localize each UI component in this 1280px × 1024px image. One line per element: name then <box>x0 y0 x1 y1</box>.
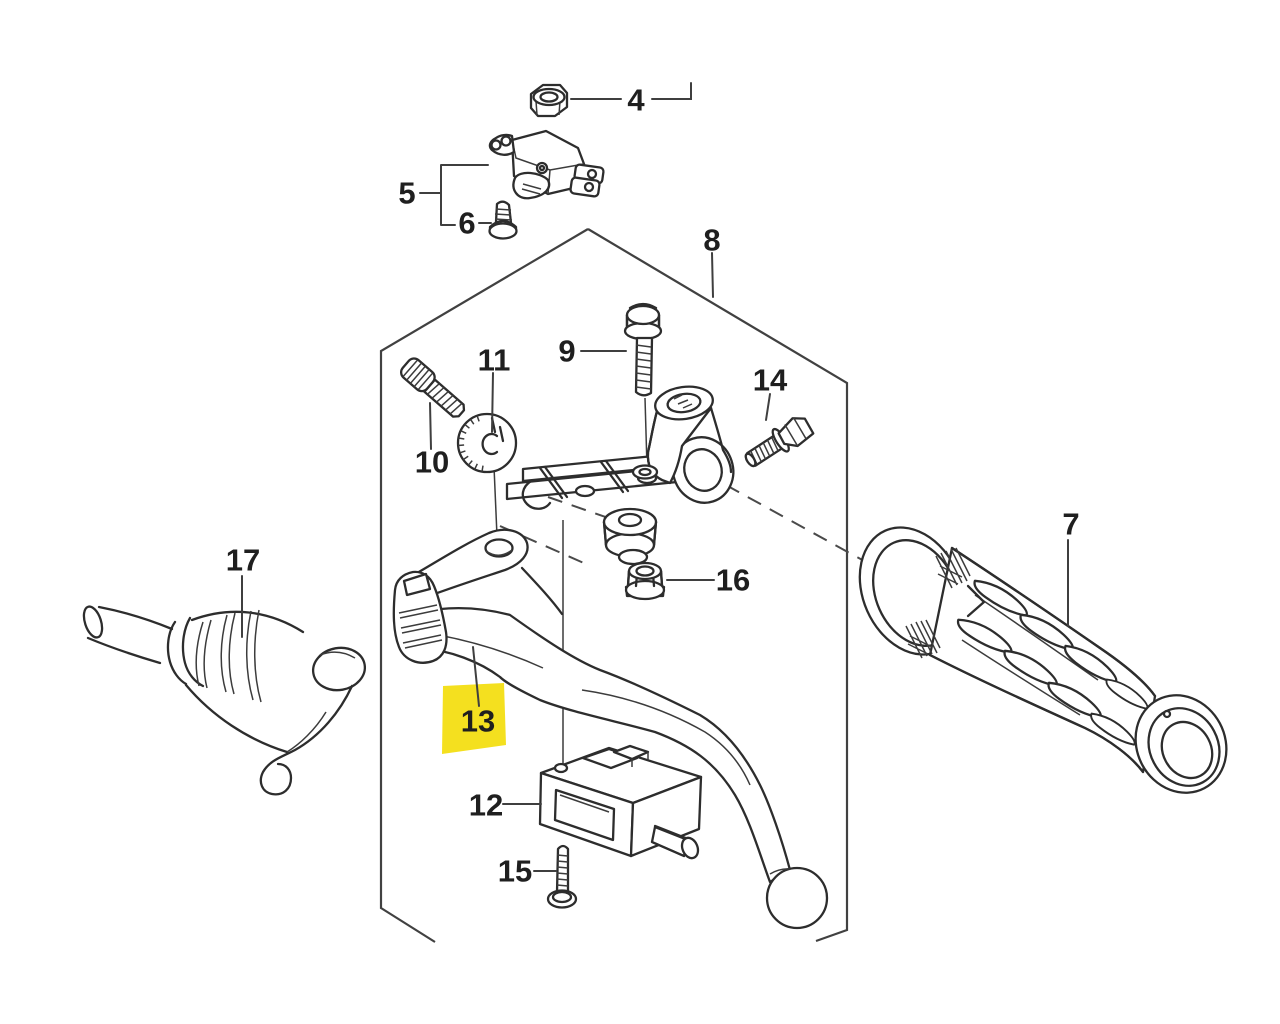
leader-8 <box>711 252 714 298</box>
handlebar-grip-7 <box>858 526 1228 794</box>
pivot-bushing <box>602 507 658 566</box>
callout-8: 8 <box>703 223 720 258</box>
callout-10: 10 <box>415 445 449 480</box>
grip-knurl-patches <box>905 547 971 659</box>
callout-16: 16 <box>716 563 750 598</box>
leader-lines <box>241 82 1069 872</box>
leader-14 <box>765 393 771 421</box>
nut-16 <box>624 561 666 601</box>
grip-pattern <box>956 579 1149 746</box>
assembly-boundary-part-8 <box>379 228 849 943</box>
callout-5: 5 <box>398 176 415 211</box>
lever-holder-perch <box>631 385 735 504</box>
callout-6: 6 <box>458 206 475 241</box>
screw-15 <box>546 844 578 909</box>
adjuster-screw-10 <box>399 357 466 418</box>
callout-7: 7 <box>1062 507 1079 542</box>
callout-11: 11 <box>478 343 511 378</box>
switch-12 <box>538 744 703 860</box>
lever-boot-17 <box>82 605 367 796</box>
callout-15: 15 <box>498 854 532 889</box>
leader-5 <box>419 164 489 226</box>
screw-6 <box>488 200 518 240</box>
bolt-9 <box>623 302 663 397</box>
leader-10 <box>429 402 432 450</box>
bolt-14 <box>744 417 815 468</box>
callout-17: 17 <box>226 543 260 578</box>
bracket-mark-4 <box>651 82 692 100</box>
lever-blade-part-13 <box>392 528 829 930</box>
switch-assembly-5 <box>488 129 605 200</box>
adjuster-dial-11 <box>456 412 518 474</box>
callout-12: 12 <box>469 788 503 823</box>
callout-4: 4 <box>627 83 645 118</box>
leader-11 <box>491 372 494 433</box>
callout-9: 9 <box>558 334 575 369</box>
callout-labels: 4 5 6 7 8 9 10 11 12 13 14 15 16 17 <box>226 83 1080 889</box>
nut-4 <box>529 83 569 118</box>
callout-14: 14 <box>753 363 788 398</box>
leader-13 <box>472 646 480 707</box>
highlight-box-13 <box>442 683 506 754</box>
callout-13-highlighted: 13 <box>461 704 495 739</box>
